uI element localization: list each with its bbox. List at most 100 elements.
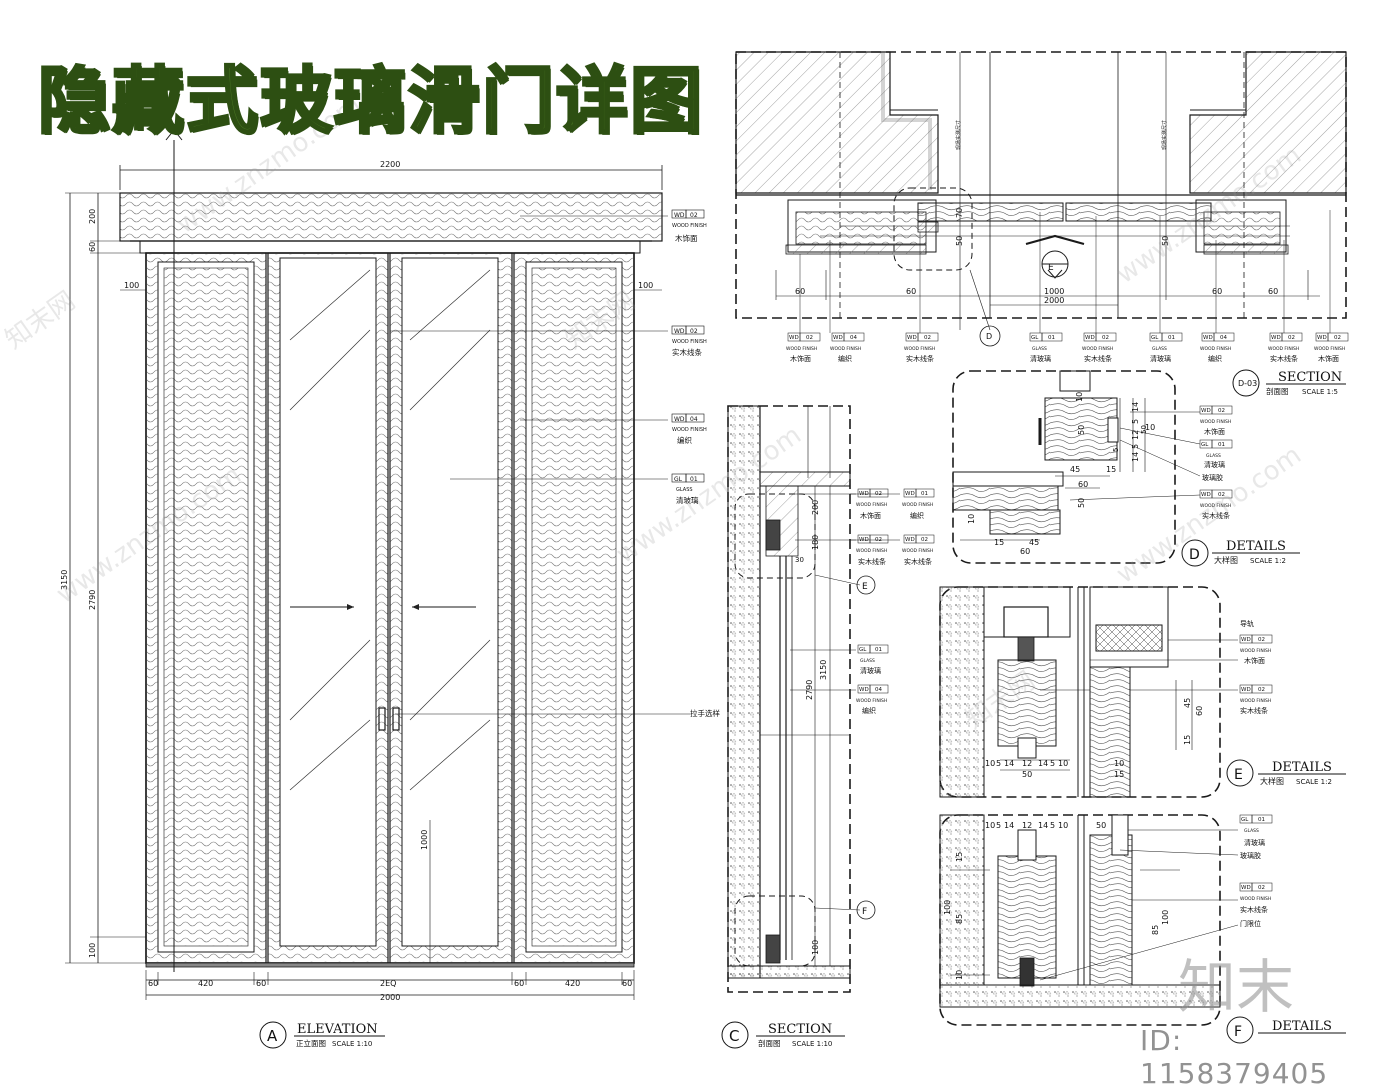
svg-text:01: 01 [875, 647, 882, 653]
svg-text:ELEVATION: ELEVATION [297, 1022, 378, 1037]
svg-text:WD: WD [1271, 335, 1281, 341]
svg-text:15: 15 [1106, 465, 1116, 474]
svg-text:45: 45 [1183, 698, 1192, 708]
svg-text:大样图: 大样图 [1260, 776, 1284, 786]
svg-text:导轨: 导轨 [1240, 619, 1254, 628]
detail-f-title: DETAILS [1258, 1019, 1346, 1034]
wall-left [735, 51, 939, 194]
svg-text:50: 50 [1140, 425, 1148, 434]
svg-text:12: 12 [1022, 759, 1032, 768]
svg-text:GL: GL [1241, 817, 1249, 823]
svg-text:5: 5 [1131, 419, 1140, 424]
dim-2000: 2000 [380, 993, 400, 1002]
svg-text:15: 15 [1183, 735, 1192, 745]
handle-label: 拉手选样 [690, 708, 720, 718]
svg-text:WD: WD [1241, 687, 1251, 693]
svg-text:WOOD FINISH: WOOD FINISH [1240, 648, 1271, 654]
svg-text:WOOD FINISH: WOOD FINISH [1314, 346, 1345, 352]
svg-text:WOOD FINISH: WOOD FINISH [672, 223, 707, 229]
svg-text:清玻璃: 清玻璃 [1204, 460, 1225, 469]
svg-text:14: 14 [1131, 402, 1140, 412]
section-c-labels: 200 180 3150 2790 100 30 E F [795, 500, 868, 955]
svg-text:14: 14 [1038, 821, 1048, 830]
svg-text:5: 5 [1112, 448, 1120, 452]
svg-text:02: 02 [1258, 637, 1265, 643]
svg-text:清玻璃: 清玻璃 [676, 495, 699, 505]
svg-text:10: 10 [1114, 759, 1124, 768]
svg-text:实木线条: 实木线条 [858, 557, 886, 566]
svg-text:45: 45 [1070, 465, 1080, 474]
svg-text:10: 10 [955, 970, 964, 980]
dim-2790: 2790 [88, 590, 97, 610]
svg-text:50: 50 [1077, 425, 1086, 435]
detail-e-dims: 10 5 14 12 14 5 10 50 10 15 45 60 15 导轨 … [985, 619, 1254, 783]
svg-text:GLASS: GLASS [860, 658, 875, 664]
dim-2200: 2200 [380, 160, 400, 169]
detail-d-dims: 10 14 5 50 12 5 14 45 15 60 50 10 15 45 … [967, 392, 1223, 563]
svg-text:01: 01 [1048, 335, 1055, 341]
svg-text:DETAILS: DETAILS [1226, 539, 1286, 554]
svg-text:DETAILS: DETAILS [1272, 1019, 1332, 1034]
svg-text:编织: 编织 [1208, 354, 1222, 363]
elevation-title: A ELEVATION 正立面图 SCALE 1:10 [259, 1021, 385, 1049]
svg-text:01: 01 [921, 491, 928, 497]
svg-text:01: 01 [1258, 817, 1265, 823]
svg-text:木饰面: 木饰面 [1318, 354, 1339, 363]
svg-text:02: 02 [690, 212, 698, 219]
roller-top [765, 519, 781, 551]
svg-text:清玻璃: 清玻璃 [860, 666, 881, 675]
svg-text:GLASS: GLASS [1152, 346, 1167, 352]
dim-100-bottom: 100 [88, 943, 97, 958]
plan-section-view [735, 51, 1347, 347]
svg-text:WOOD FINISH: WOOD FINISH [1268, 346, 1299, 352]
svg-text:编织: 编织 [677, 435, 692, 445]
svg-text:GLASS: GLASS [1206, 453, 1221, 459]
svg-text:实木线条: 实木线条 [1202, 511, 1230, 520]
svg-text:14: 14 [1038, 759, 1048, 768]
svg-text:实木线条: 实木线条 [904, 557, 932, 566]
svg-text:WOOD FINISH: WOOD FINISH [1200, 346, 1231, 352]
svg-text:编织: 编织 [910, 511, 924, 520]
svg-text:02: 02 [806, 335, 813, 341]
svg-text:5: 5 [996, 759, 1001, 768]
svg-text:3150: 3150 [819, 660, 828, 680]
svg-text:30: 30 [795, 556, 804, 564]
svg-text:WD: WD [833, 335, 843, 341]
svg-text:WOOD FINISH: WOOD FINISH [1240, 698, 1271, 704]
svg-text:60: 60 [906, 287, 916, 296]
svg-text:WD: WD [1201, 408, 1211, 414]
svg-text:85: 85 [1151, 925, 1160, 935]
svg-text:60: 60 [1078, 480, 1088, 489]
svg-text:WD: WD [1317, 335, 1327, 341]
svg-text:WD: WD [1241, 885, 1251, 891]
section-c-view [727, 405, 900, 993]
svg-text:F: F [1234, 1024, 1242, 1040]
svg-text:02: 02 [1288, 335, 1295, 341]
svg-text:WOOD FINISH: WOOD FINISH [902, 502, 933, 508]
svg-text:木饰面: 木饰面 [790, 354, 811, 363]
svg-text:GLASS: GLASS [1244, 828, 1259, 834]
svg-text:DETAILS: DETAILS [1272, 760, 1332, 775]
detail-f-view [939, 814, 1254, 1044]
svg-text:04: 04 [875, 687, 882, 693]
detail-e-view [939, 586, 1254, 798]
svg-text:玻璃胶: 玻璃胶 [1240, 851, 1261, 860]
svg-text:编织: 编织 [838, 354, 852, 363]
svg-text:WD: WD [1201, 492, 1211, 498]
svg-text:SCALE 1:2: SCALE 1:2 [1250, 557, 1286, 565]
svg-text:清玻璃: 清玻璃 [1244, 838, 1265, 847]
svg-text:5: 5 [1131, 444, 1140, 449]
svg-text:大样图: 大样图 [1214, 555, 1238, 565]
